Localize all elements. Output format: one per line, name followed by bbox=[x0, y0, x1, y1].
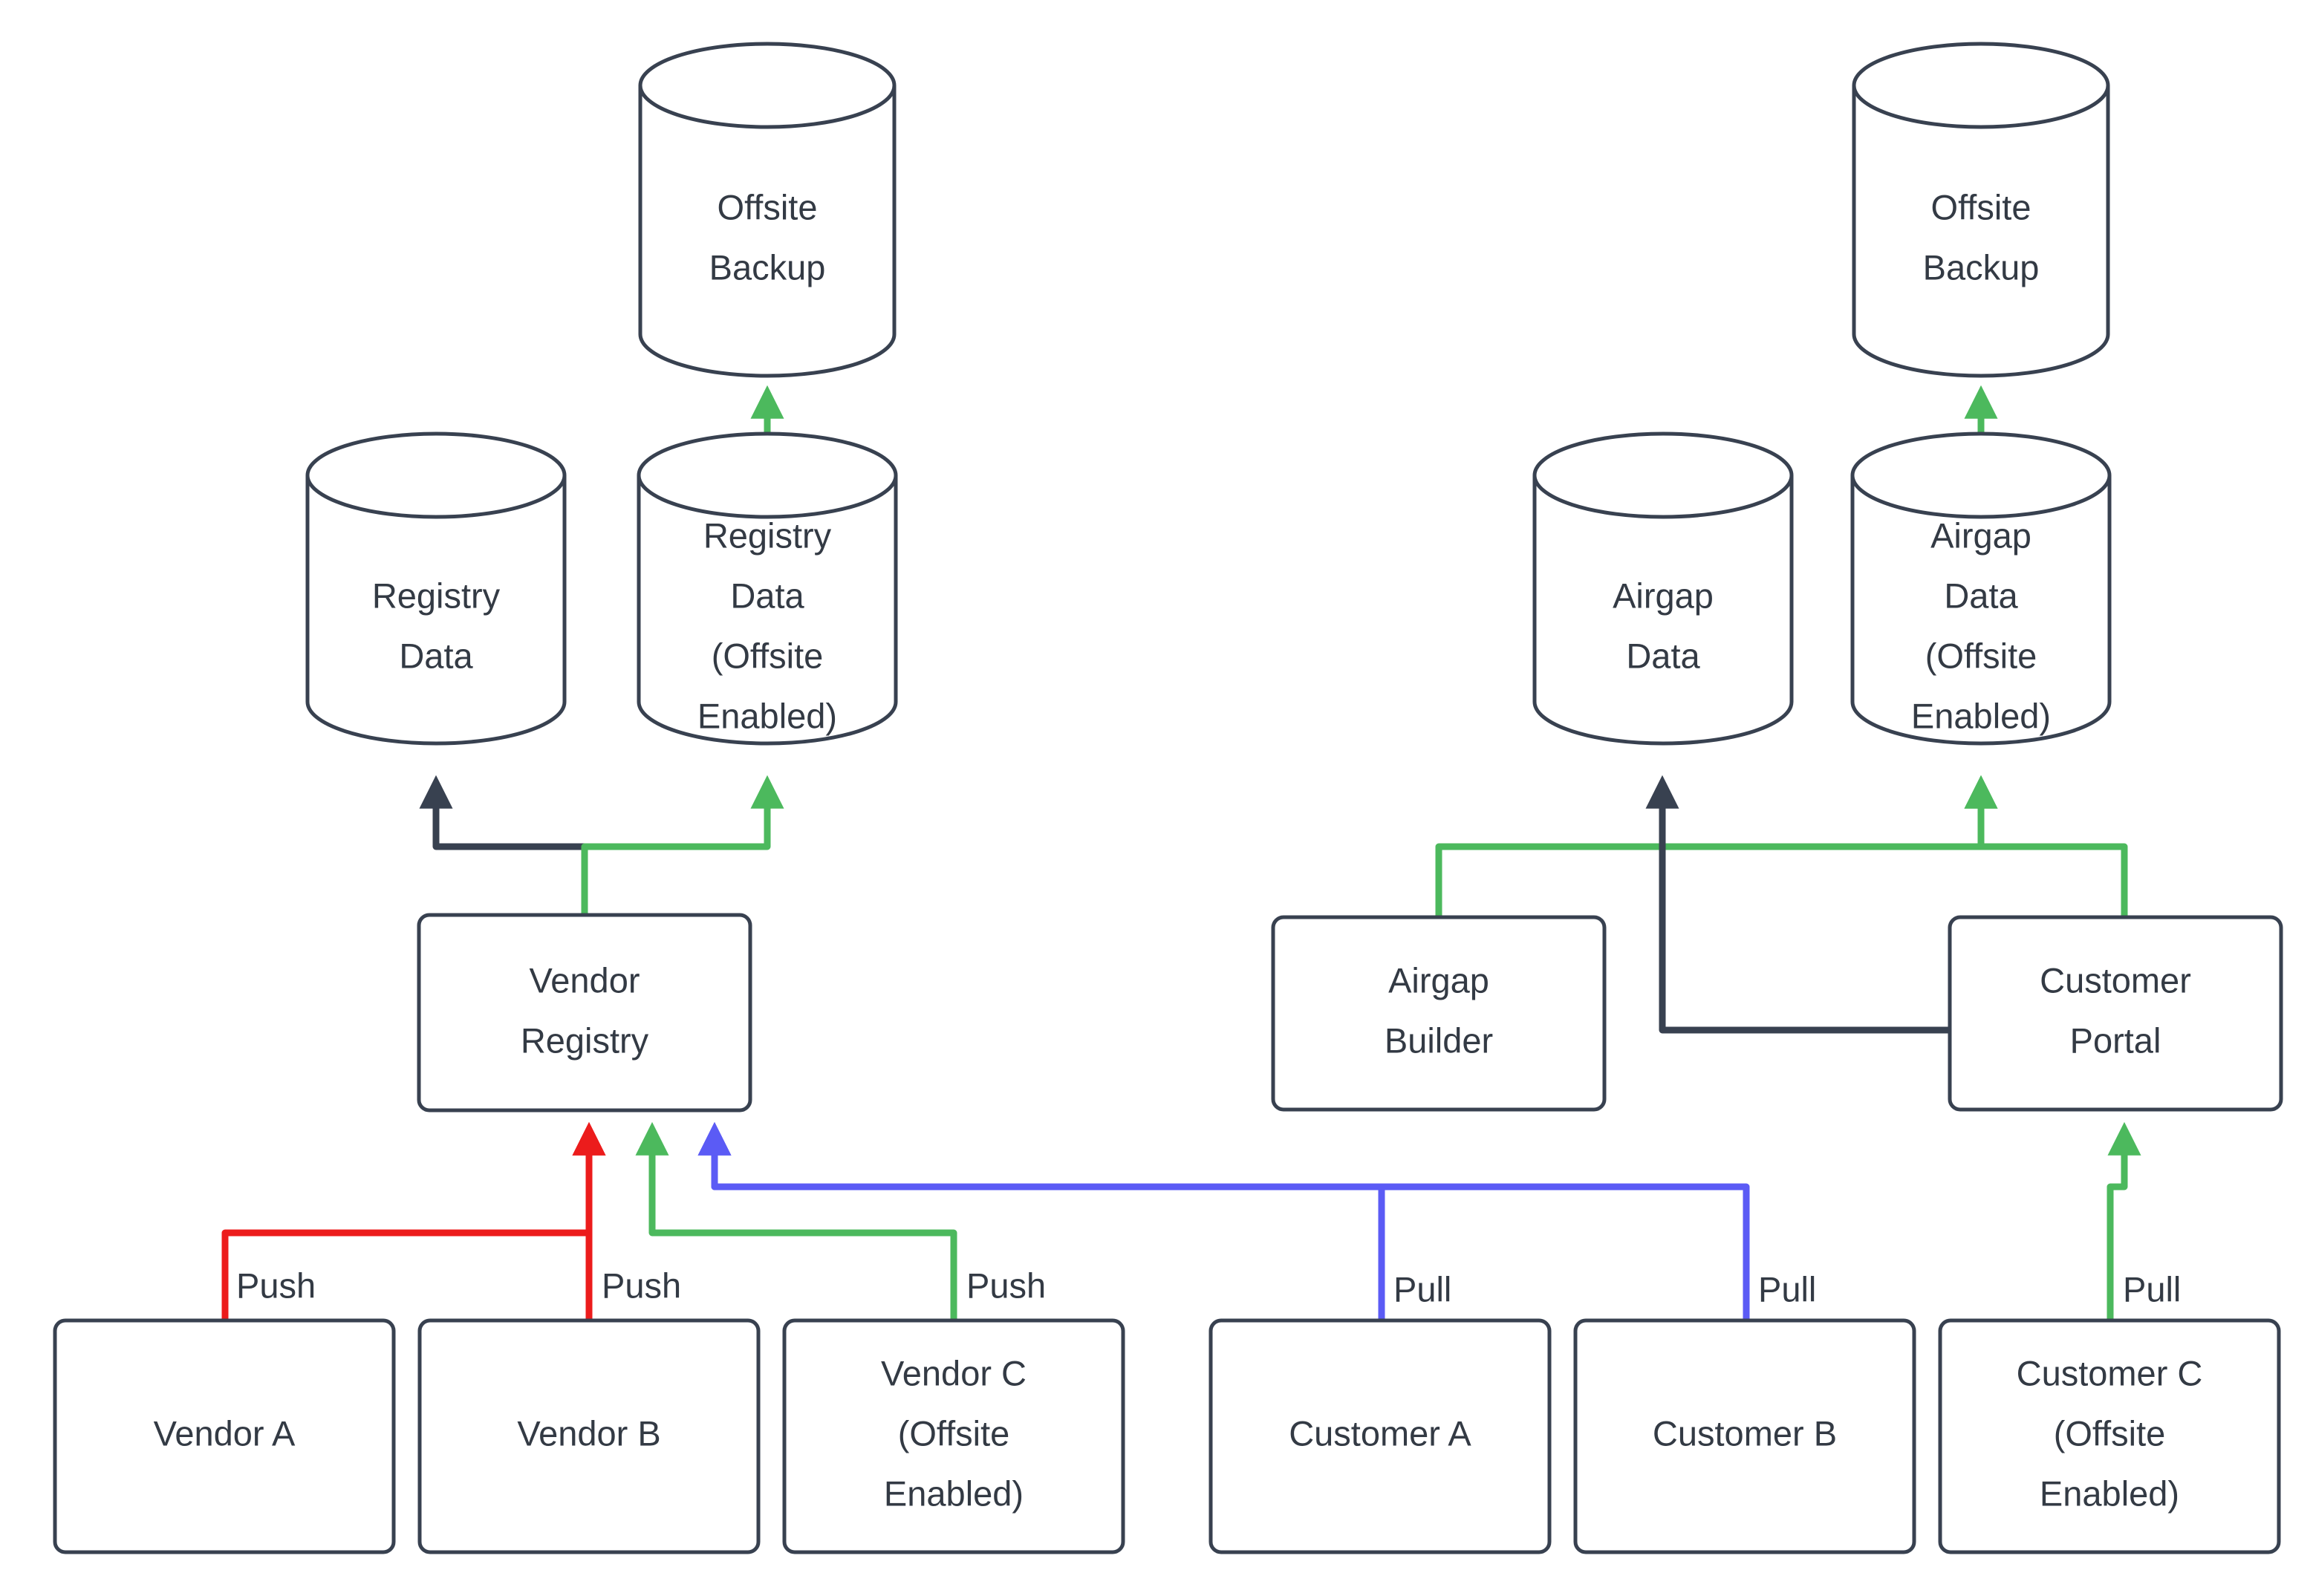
customer-c-line-1: Customer C bbox=[2017, 1353, 2203, 1393]
edge-label-vendor-b-push: Push bbox=[602, 1266, 681, 1305]
customer-c-line-3: Enabled) bbox=[2040, 1473, 2179, 1513]
registry-data-offsite-line-2: Data bbox=[730, 576, 804, 615]
offsite-backup-right-line-2: Backup bbox=[1923, 247, 2040, 287]
node-vendor-registry[interactable]: Vendor Registry bbox=[417, 913, 752, 1113]
customer-portal-line-2: Portal bbox=[2070, 1020, 2161, 1060]
airgap-data-offsite-line-3: (Offsite bbox=[1925, 636, 2037, 675]
registry-data-offsite-line-1: Registry bbox=[703, 515, 832, 555]
node-airgap-data-offsite[interactable]: Airgap Data (Offsite Enabled) bbox=[1850, 431, 2112, 746]
customer-portal-line-1: Customer bbox=[2040, 960, 2191, 1000]
airgap-data-offsite-line-1: Airgap bbox=[1930, 515, 2031, 555]
customer-b-line-1: Customer B bbox=[1653, 1413, 1837, 1453]
edge-customer-portal-to-airgap-data-offsite bbox=[1964, 775, 2128, 921]
edge-vendor-c-push bbox=[635, 1121, 957, 1324]
customer-a-line-1: Customer A bbox=[1289, 1413, 1471, 1453]
node-customer-portal[interactable]: Customer Portal bbox=[1948, 915, 2283, 1112]
airgap-data-line-1: Airgap bbox=[1613, 576, 1714, 615]
edge-label-customer-b-pull: Pull bbox=[1758, 1269, 1816, 1309]
vendor-registry-line-1: Vendor bbox=[530, 960, 640, 1000]
registry-data-line-1: Registry bbox=[372, 576, 501, 615]
airgap-builder-line-2: Builder bbox=[1385, 1020, 1493, 1060]
airgap-data-offsite-line-4: Enabled) bbox=[1911, 696, 2051, 735]
node-customer-b[interactable]: Customer B bbox=[1573, 1318, 1916, 1554]
node-offsite-backup-left[interactable]: Offsite Backup bbox=[638, 42, 897, 378]
edge-customer-a-pull bbox=[697, 1121, 1385, 1324]
registry-data-offsite-line-4: Enabled) bbox=[697, 696, 837, 735]
edge-customer-portal-to-airgap-data bbox=[1645, 775, 1953, 1034]
offsite-backup-left-line-2: Backup bbox=[709, 247, 826, 287]
edge-customer-c-pull bbox=[2107, 1121, 2141, 1324]
edge-vendor-registry-to-registry-data bbox=[419, 775, 588, 919]
edge-label-customer-c-pull: Pull bbox=[2123, 1269, 2181, 1309]
vendor-a-line-1: Vendor A bbox=[154, 1413, 296, 1453]
node-vendor-c[interactable]: Vendor C (Offsite Enabled) bbox=[782, 1318, 1125, 1554]
vendor-b-line-1: Vendor B bbox=[517, 1413, 660, 1453]
node-vendor-a[interactable]: Vendor A bbox=[53, 1318, 396, 1554]
edge-label-customer-a-pull: Pull bbox=[1393, 1269, 1451, 1309]
offsite-backup-right-line-1: Offsite bbox=[1931, 187, 2031, 227]
node-registry-data[interactable]: Registry Data bbox=[305, 431, 567, 746]
airgap-builder-line-1: Airgap bbox=[1388, 960, 1489, 1000]
vendor-registry-line-2: Registry bbox=[521, 1020, 649, 1060]
edge-label-vendor-a-push: Push bbox=[236, 1266, 316, 1305]
registry-data-line-2: Data bbox=[399, 636, 473, 675]
vendor-c-line-1: Vendor C bbox=[881, 1353, 1027, 1393]
node-customer-a[interactable]: Customer A bbox=[1208, 1318, 1552, 1554]
node-customer-c[interactable]: Customer C (Offsite Enabled) bbox=[1938, 1318, 2281, 1554]
edge-vendor-registry-to-registry-data-offsite bbox=[581, 775, 784, 919]
vendor-c-line-3: Enabled) bbox=[884, 1473, 1024, 1513]
vendor-c-line-2: (Offsite bbox=[898, 1413, 1010, 1453]
customer-c-line-2: (Offsite bbox=[2054, 1413, 2166, 1453]
edge-customer-b-pull bbox=[697, 1121, 1750, 1324]
edge-label-vendor-c-push: Push bbox=[966, 1266, 1046, 1305]
node-offsite-backup-right[interactable]: Offsite Backup bbox=[1852, 42, 2110, 378]
offsite-backup-left-line-1: Offsite bbox=[718, 187, 818, 227]
registry-data-offsite-line-3: (Offsite bbox=[712, 636, 824, 675]
airgap-data-offsite-line-2: Data bbox=[1944, 576, 2018, 615]
node-registry-data-offsite[interactable]: Registry Data (Offsite Enabled) bbox=[637, 431, 898, 746]
airgap-data-line-2: Data bbox=[1626, 636, 1700, 675]
node-vendor-b[interactable]: Vendor B bbox=[417, 1318, 761, 1554]
node-airgap-data[interactable]: Airgap Data bbox=[1532, 431, 1794, 746]
node-airgap-builder[interactable]: Airgap Builder bbox=[1271, 915, 1607, 1112]
edge-airgap-builder-to-airgap-data-offsite bbox=[1435, 775, 1998, 921]
